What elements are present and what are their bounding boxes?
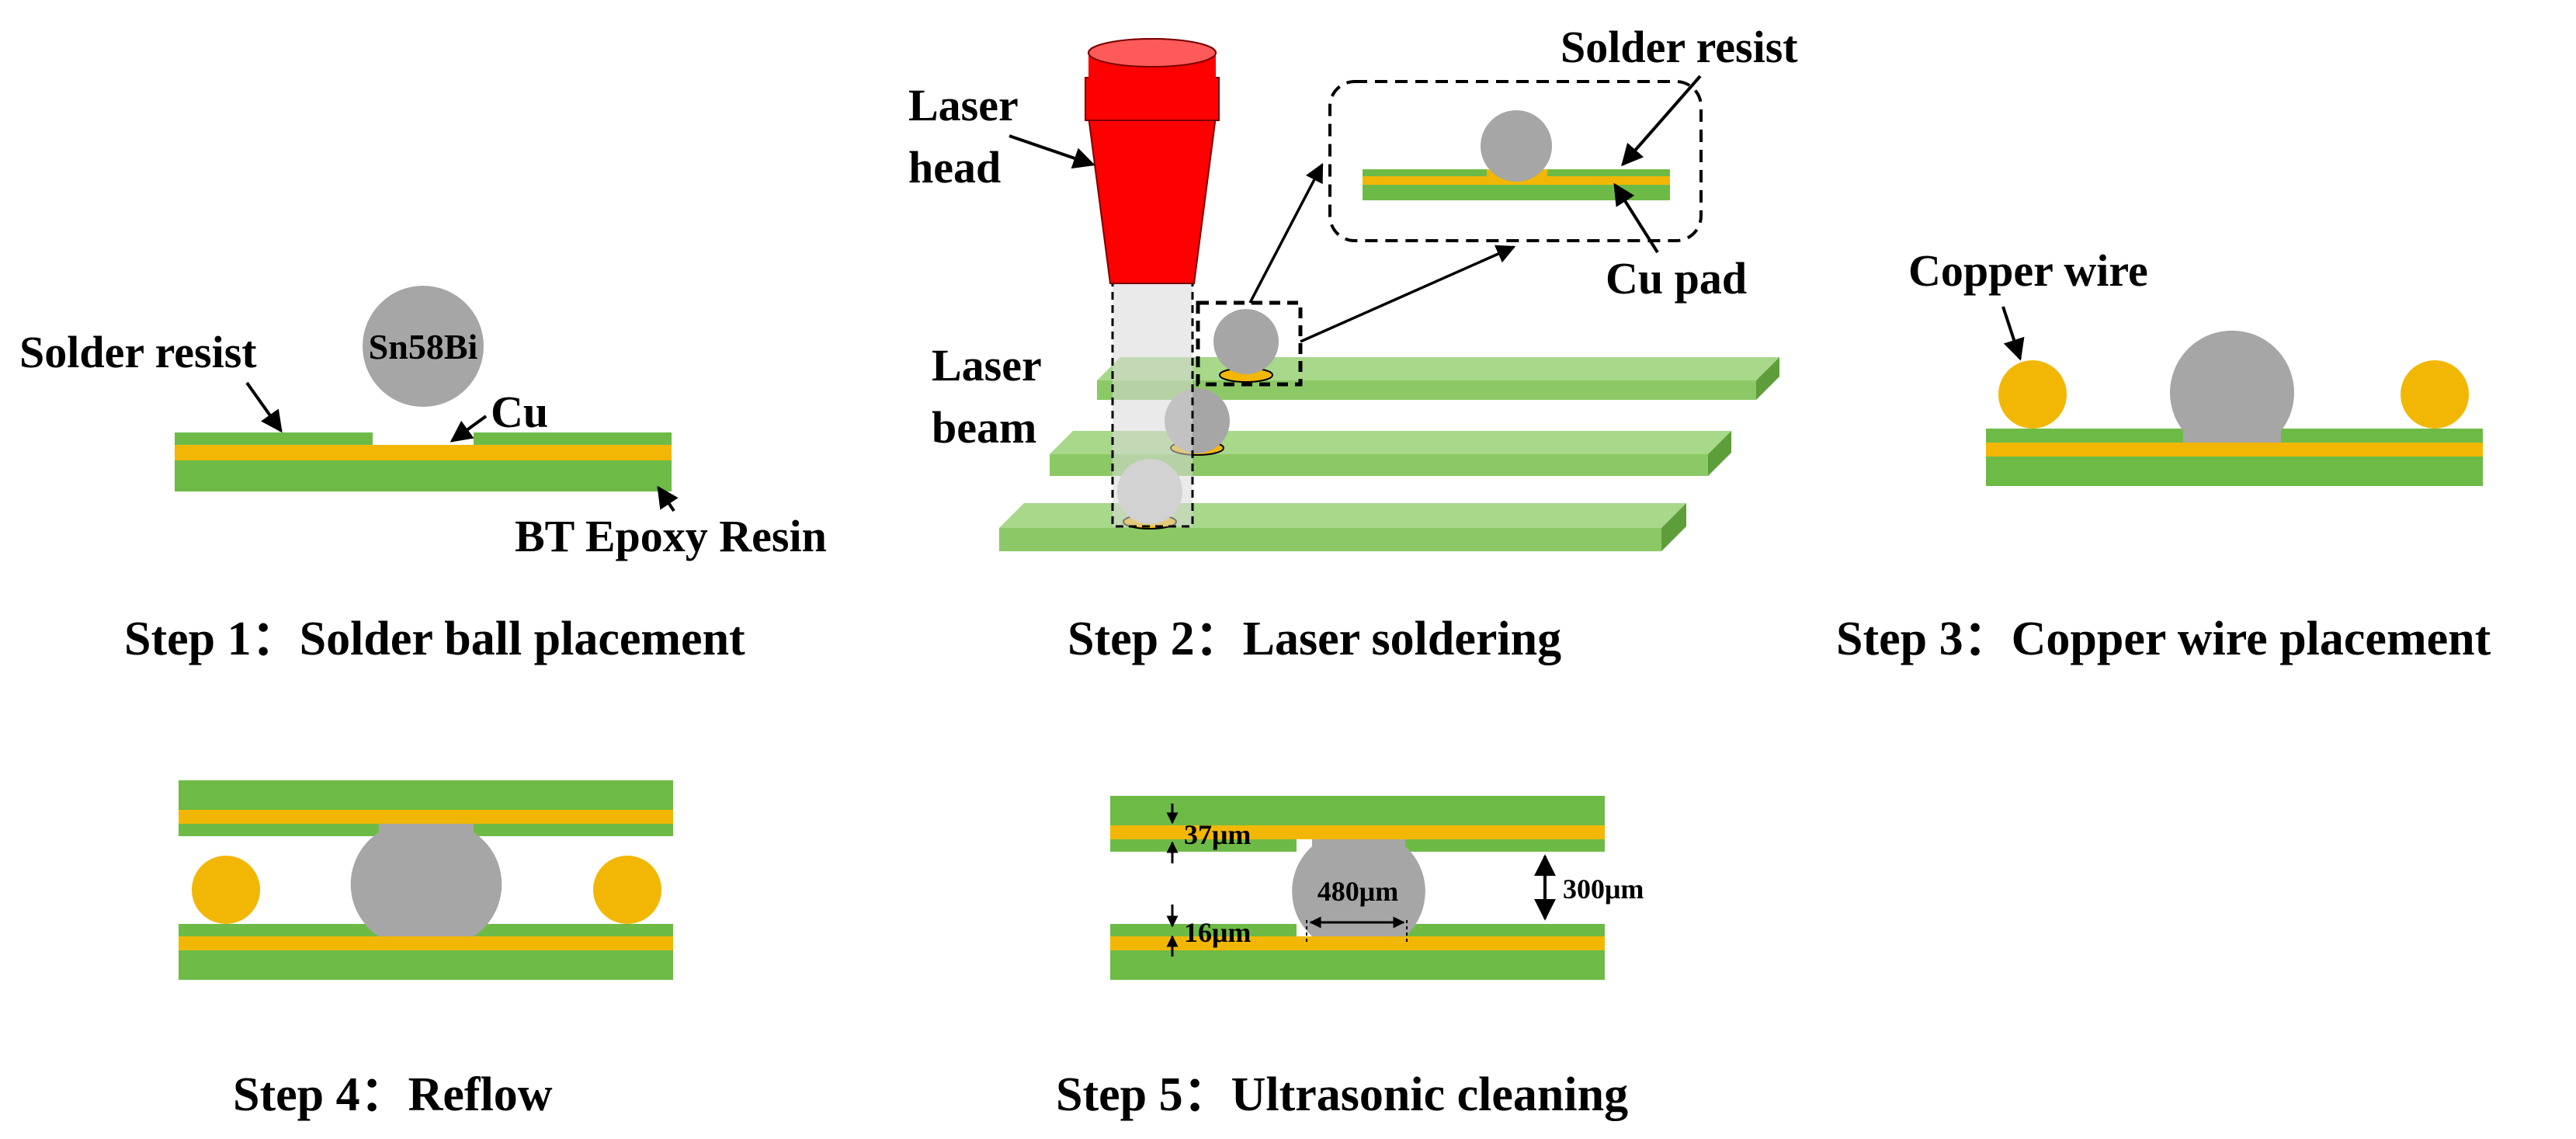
step4-top-copper (179, 810, 673, 824)
step2-laser-beam-label-1: Laser (932, 340, 1042, 391)
step5-top-resist-left (1110, 839, 1297, 852)
step2-focus-box (1196, 300, 1303, 387)
step2-board-middle-side (1708, 431, 1731, 476)
step4-bottom-resist-right (474, 924, 673, 936)
step5-top-resist-right (1405, 839, 1605, 852)
step2-laser-head-label-2: head (908, 142, 1001, 193)
step2-zoom-line-1 (1248, 162, 1324, 304)
step1-solder-resist-label: Solder resist (19, 327, 257, 377)
step3-copper-wire-label: Copper wire (1908, 245, 2148, 296)
step2-inset-substrate (1363, 185, 1670, 200)
step1-substrate-arrow (657, 485, 679, 512)
step2-laser-head-arrow (1009, 134, 1095, 169)
step1-solder-resist-left (175, 432, 373, 445)
step1-solder-ball-label: Sn58Bi (369, 327, 478, 366)
step3-copper-wire-left (1998, 360, 2067, 429)
step4-bottom-resist-left (179, 924, 379, 936)
step3-copper-layer (1986, 443, 2483, 457)
step3-diagram: Copper wire Step 3：Copper wire placement (1836, 245, 2491, 665)
step5-top-substrate (1110, 796, 1605, 825)
step2-laser-head-body (1087, 116, 1217, 284)
step3-copper-wire-right (2401, 360, 2469, 429)
step3-caption: Step 3：Copper wire placement (1836, 613, 2491, 665)
step2-inset-ball (1481, 110, 1552, 182)
step1-cu-arrow (450, 415, 488, 443)
step5-diagram: 37μm 16μm 480μm 300μm Step 5：Ultrasonic … (1056, 796, 1644, 1121)
step4-bottom-substrate (179, 950, 673, 980)
step1-solder-resist-right (474, 432, 672, 445)
step2-inset-cu-pad-arrow (1613, 182, 1659, 254)
step2-caption: Step 2：Laser soldering (1068, 613, 1561, 665)
step4-top-resist-left (179, 824, 379, 836)
step5-gap-label: 300μm (1563, 873, 1644, 905)
step5-caption: Step 5：Ultrasonic cleaning (1056, 1068, 1628, 1121)
step1-substrate (175, 460, 672, 491)
step3-solder-resist-left (1986, 429, 2183, 443)
step5-top-thickness-label: 37μm (1184, 819, 1251, 850)
step5-bottom-resist-left (1110, 924, 1297, 936)
step4-copper-wire-left (192, 856, 260, 924)
step1-substrate-label: BT Epoxy Resin (515, 511, 827, 561)
step4-caption: Step 4：Reflow (233, 1068, 553, 1121)
step2-diagram: Laser head Laser beam Solder resist Cu p… (908, 22, 1798, 665)
step5-solder-joint (1292, 839, 1425, 936)
step2-laser-head-label-1: Laser (908, 80, 1019, 130)
step5-bottom-thickness-label: 16μm (1184, 917, 1251, 948)
step2-ball-back (1213, 309, 1279, 374)
step2-inset-solder-resist-arrow (1621, 75, 1702, 167)
step2-laser-head-collar (1085, 77, 1220, 121)
step5-width-label: 480μm (1318, 876, 1398, 907)
step1-copper-layer (175, 445, 672, 460)
step2-board-front-top (999, 503, 1686, 528)
step1-solder-resist-arrow (245, 381, 283, 433)
step2-board-back-side (1756, 357, 1779, 400)
step1-caption: Step 1：Solder ball placement (124, 613, 745, 665)
step3-substrate (1986, 457, 2483, 486)
step3-copper-wire-arrow (2001, 306, 2025, 361)
step4-top-substrate (179, 780, 673, 810)
step3-solder-resist-right (2281, 429, 2483, 443)
step4-bottom-copper (179, 936, 673, 950)
step2-laser-beam-label-2: beam (932, 402, 1036, 453)
step5-bottom-copper (1110, 936, 1605, 950)
step2-inset-cu-pad-label: Cu pad (1606, 253, 1747, 304)
step2-laser-head-cap (1088, 38, 1217, 68)
step2-inset-solder-resist-label: Solder resist (1561, 22, 1798, 72)
step3-solder-ball (2170, 330, 2294, 443)
step2-board-front-side (1661, 503, 1686, 551)
step2-laser-beam (1111, 278, 1194, 528)
step4-copper-wire-right (593, 856, 661, 924)
step1-solder-ball (363, 286, 484, 407)
step4-top-resist-right (474, 824, 673, 836)
step2-board-front-front (999, 528, 1661, 551)
step2-zoom-line-2 (1300, 245, 1516, 343)
step1-diagram: Sn58Bi Solder resist Cu BT Epoxy Resin S… (19, 286, 827, 665)
step5-bottom-resist-right (1405, 924, 1605, 936)
step4-solder-joint (350, 824, 502, 936)
step2-inset-box (1328, 80, 1703, 242)
step5-top-copper (1110, 825, 1605, 839)
step5-bottom-substrate (1110, 950, 1605, 980)
step1-cu-label: Cu (491, 387, 548, 437)
step4-diagram: Step 4：Reflow (179, 780, 673, 1121)
